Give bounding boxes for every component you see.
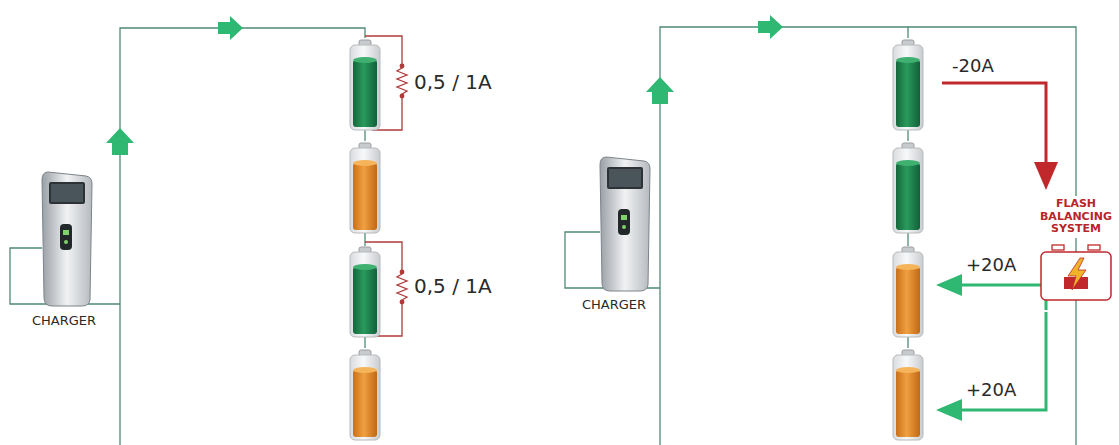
charger-station: [42, 172, 92, 306]
balancing-system-box: FLASH BALANCING SYSTEM: [1035, 196, 1117, 238]
battery-cell: [350, 350, 380, 440]
current-value: +20A: [966, 254, 1016, 275]
flow-arrow: [106, 15, 783, 155]
current-rating: 0,5 / 1A: [414, 274, 492, 298]
current-value: -20A: [952, 55, 994, 76]
system-title: FLASH BALANCING SYSTEM: [1038, 198, 1114, 236]
battery-cell: [350, 143, 380, 233]
current-rating: 0,5 / 1A: [414, 70, 492, 94]
battery-cell: [350, 247, 380, 337]
charger-node: CHARGER: [579, 296, 649, 315]
charger-label: CHARGER: [582, 298, 646, 313]
battery-cell: [350, 40, 380, 130]
charger-station: [600, 157, 650, 291]
current-value: +20A: [966, 379, 1016, 400]
battery-icon: [1041, 245, 1111, 300]
charger-node: CHARGER: [29, 312, 99, 331]
battery-cell: [893, 350, 923, 440]
balance-arrow: [936, 83, 1058, 421]
battery-cell: [893, 247, 923, 337]
battery-cell: [893, 143, 923, 233]
battery-cell: [893, 40, 923, 130]
charger-label: CHARGER: [32, 314, 96, 329]
